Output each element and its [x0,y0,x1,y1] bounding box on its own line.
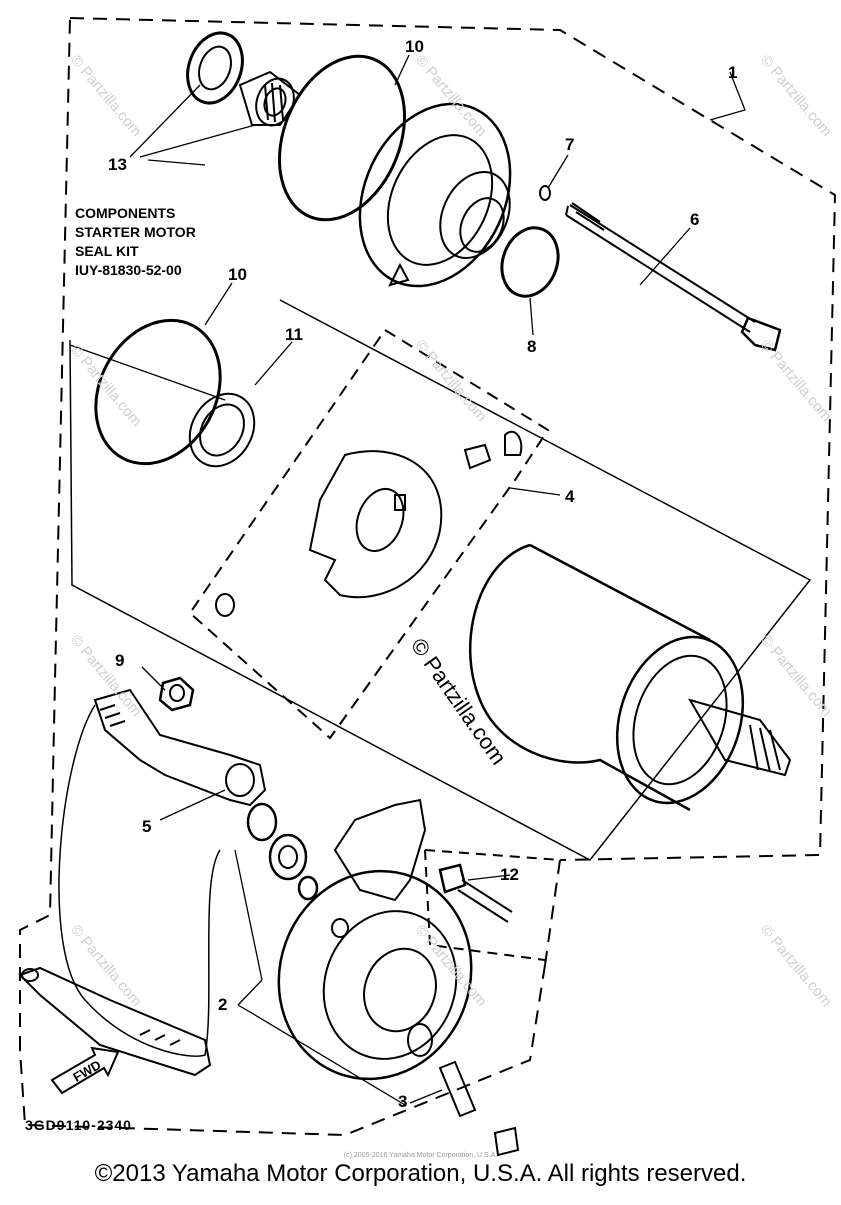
rear-cover-part [277,798,473,1081]
watermark: © Partzilla.com [412,337,490,425]
front-cover-part [358,102,512,288]
callout-1: 1 [728,63,737,82]
o-ring-upper-part [278,54,406,222]
callout-4: 4 [565,487,575,506]
small-copyright-note: (c) 2005-2016 Yamaha Motor Corporation, … [343,1152,498,1159]
brush-group-boundary [188,329,550,740]
watermark: © Partzilla.com [67,632,145,720]
wire-end-part [18,966,212,1077]
callout-12: 12 [500,865,519,884]
watermark: © Partzilla.com [67,922,145,1010]
o-ring-lower-part [94,318,222,466]
callout-6: 6 [690,210,699,229]
bushing-set-part [246,802,319,901]
lead-wire-part [58,688,267,1057]
kit-line-1: COMPONENTS [75,205,175,221]
drawing-code: 3GD9110-2340 [25,1117,132,1133]
callout-5: 5 [142,817,151,836]
oil-seal-part [186,31,244,105]
callout-10-lower: 10 [228,265,247,284]
callout-7: 7 [565,135,574,154]
watermark: © Partzilla.com [757,922,835,1010]
callout-8: 8 [527,337,536,356]
copyright-footer: ©2013 Yamaha Motor Corporation, U.S.A. A… [94,1160,747,1187]
callout-3: 3 [398,1092,407,1111]
washer-part [188,392,256,468]
callout-13: 13 [108,155,127,174]
watermark: © Partzilla.com [412,52,490,140]
kit-line-3: SEAL KIT [75,243,139,259]
callout-10-upper: 10 [405,37,424,56]
assembly-boundary [19,17,837,1137]
nut-part [158,676,195,712]
through-bolt-part [565,202,782,352]
kit-line-4: IUY-81830-52-00 [75,262,182,278]
terminal-part [438,1060,520,1157]
fwd-arrow: FWD [50,1046,120,1095]
callout-11: 11 [285,325,303,344]
bolt-group-boundary [424,849,561,961]
o-ring-8-part [500,226,560,298]
watermark: © Partzilla.com [757,52,835,140]
watermark: © Partzilla.com [412,922,490,1010]
center-watermark: © Partzilla.com [406,634,512,770]
watermark: © Partzilla.com [67,342,145,430]
brush-plate-part [215,430,523,617]
bolt-12-part [438,863,513,923]
callout-2: 2 [218,995,227,1014]
watermark: © Partzilla.com [757,337,835,425]
housing-outline [69,299,812,861]
bearing-part [238,70,302,127]
callout-9: 9 [115,651,124,670]
small-o-ring-part [539,185,551,201]
seal-kit-note: COMPONENTS STARTER MOTOR SEAL KIT IUY-81… [75,205,196,278]
motor-yoke-part [468,543,792,812]
kit-line-2: STARTER MOTOR [75,224,196,240]
watermark: © Partzilla.com [67,52,145,140]
